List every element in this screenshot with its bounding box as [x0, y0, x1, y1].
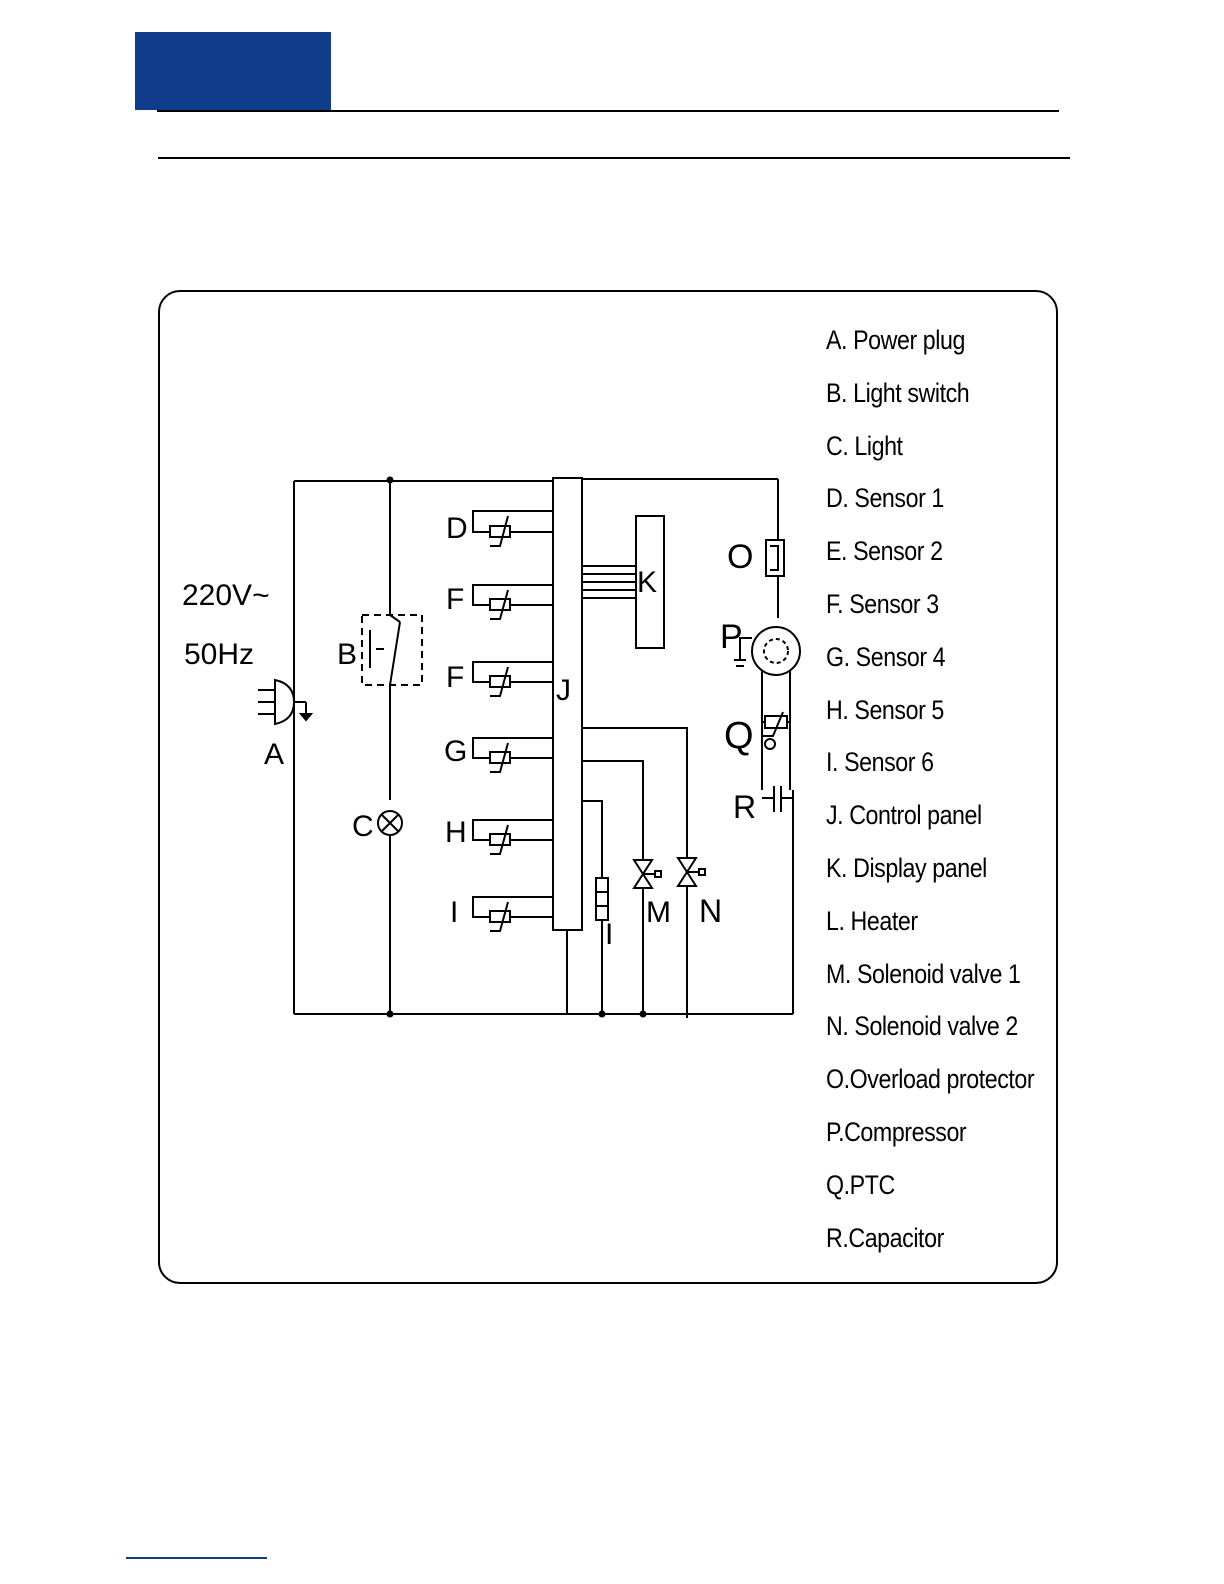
overload-protector-symbol — [766, 540, 784, 618]
component-letter-p: P — [720, 618, 743, 656]
component-letter-o: O — [727, 538, 753, 576]
sensor-6-symbol — [473, 897, 553, 931]
solenoid-valve-1-symbol — [582, 761, 661, 1017]
component-letter-f-second: F — [446, 661, 464, 694]
supply-bus — [294, 479, 793, 1014]
ptc-symbol — [762, 712, 790, 749]
component-letter-b: B — [337, 638, 357, 671]
sensor-5-symbol — [473, 820, 553, 854]
component-letter-i: I — [450, 896, 458, 929]
display-ribbon-cable — [582, 566, 636, 598]
light-bulb-icon — [378, 811, 402, 1017]
heater-symbol — [582, 801, 608, 1017]
sensor-4-symbol — [473, 738, 553, 772]
sensor-2-symbol — [473, 585, 553, 619]
capacitor-symbol — [762, 786, 793, 1014]
power-plug-icon — [258, 680, 311, 724]
compressor-symbol — [734, 627, 800, 790]
component-letter-q: Q — [724, 715, 754, 757]
supply-voltage-label: 220V~ — [182, 579, 270, 612]
sensor-1-symbol — [473, 511, 553, 546]
sensor-3-symbol — [473, 662, 553, 696]
light-switch-icon — [362, 478, 422, 801]
component-letter-j: J — [556, 674, 571, 707]
component-letter-m: M — [646, 896, 671, 929]
component-letter-f: F — [446, 583, 464, 616]
component-letter-c: C — [352, 810, 374, 843]
component-letter-d: D — [446, 512, 468, 545]
component-letter-n: N — [699, 893, 722, 929]
component-letter-k: K — [637, 566, 657, 599]
component-letter-r: R — [733, 789, 756, 825]
component-letter-a: A — [264, 738, 284, 771]
component-letter-g: G — [444, 735, 467, 768]
component-letter-h: H — [445, 816, 467, 849]
component-letter-l: I — [605, 918, 613, 951]
supply-frequency-label: 50Hz — [184, 638, 254, 671]
